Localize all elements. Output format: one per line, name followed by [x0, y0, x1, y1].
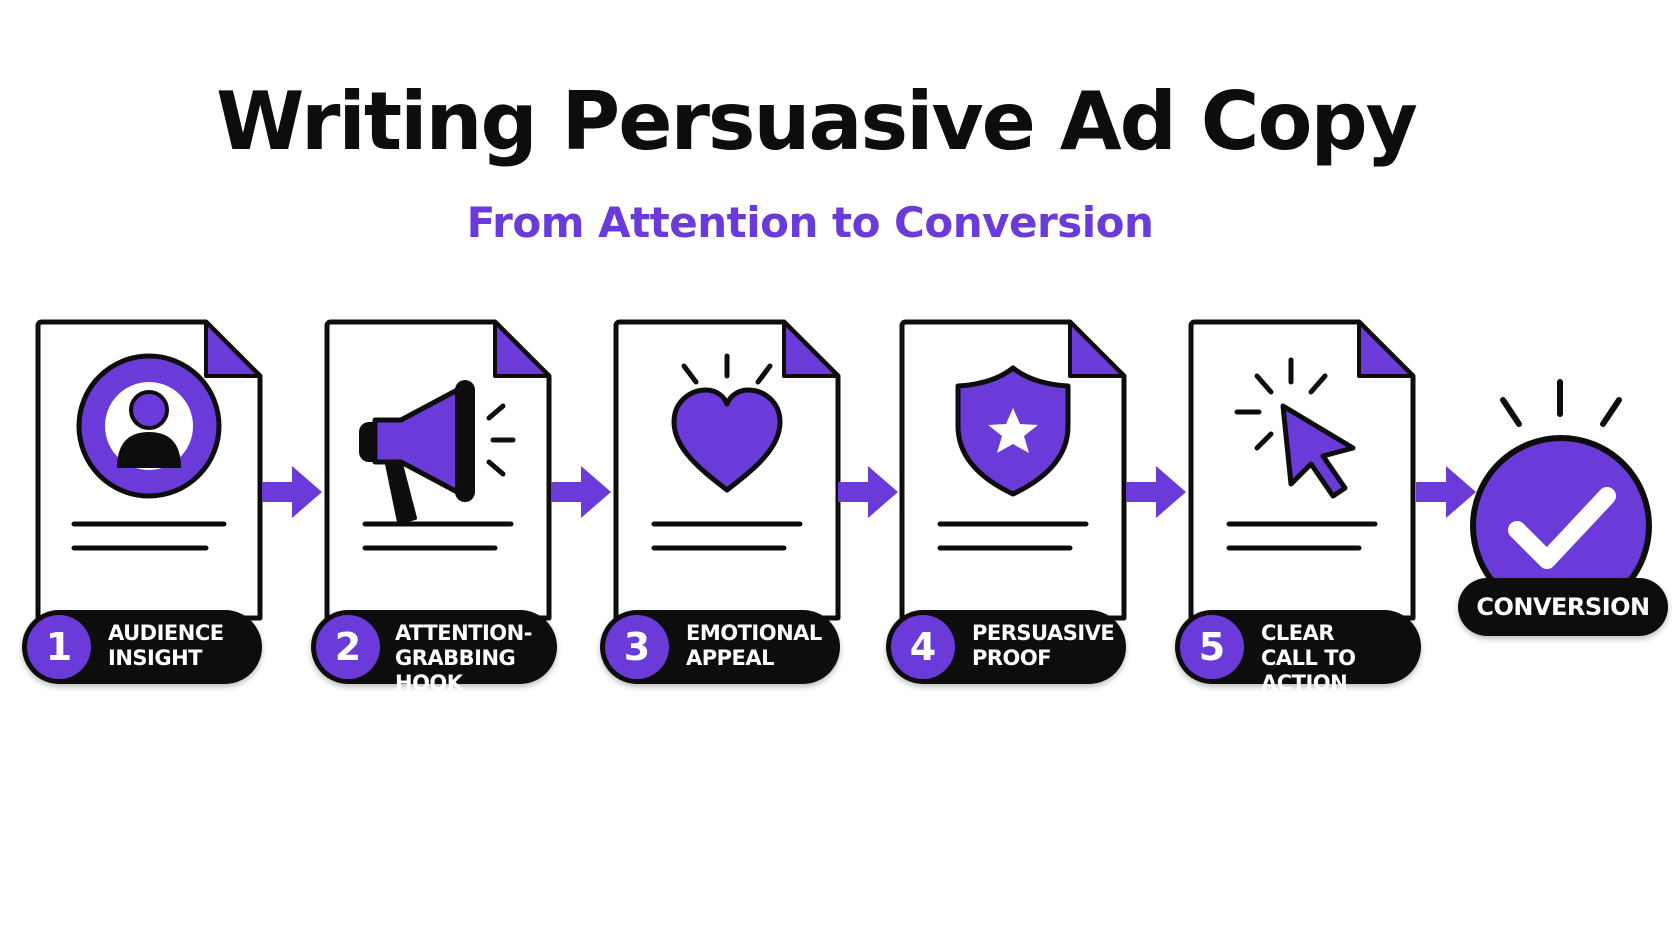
step-number-badge: 5 [1180, 615, 1244, 679]
step-label-pill: 5 CLEAR CALL TO ACTION [1175, 610, 1421, 695]
step-clear-call-to-action: 5 CLEAR CALL TO ACTION [1175, 318, 1437, 695]
document-card [324, 319, 552, 621]
document-card [35, 319, 263, 621]
step-persuasive-proof: 4 PERSUASIVE PROOF [886, 318, 1148, 692]
heart-icon [671, 353, 783, 493]
arrow-right-icon [551, 466, 611, 518]
conversion-checkmark-icon [1470, 379, 1652, 617]
step-label: EMOTIONAL APPEAL [686, 621, 822, 670]
step-label-pill: 4 PERSUASIVE PROOF [886, 610, 1126, 684]
page-subtitle: From Attention to Conversion [466, 198, 1154, 247]
step-number-badge: 4 [891, 615, 955, 679]
document-card [899, 319, 1127, 621]
page-title: Writing Persuasive Ad Copy [216, 75, 1418, 168]
user-icon [76, 353, 222, 499]
arrow-right-icon [262, 466, 322, 518]
step-label-pill: 2 ATTENTION- GRABBING HOOK [311, 610, 557, 695]
megaphone-icon [359, 380, 516, 524]
step-label: CLEAR CALL TO ACTION [1261, 621, 1356, 695]
step-label: ATTENTION- GRABBING HOOK [395, 621, 532, 695]
shield-star-icon [955, 365, 1071, 497]
step-label-pill: 1 AUDIENCE INSIGHT [22, 610, 262, 684]
step-label: AUDIENCE INSIGHT [108, 621, 224, 670]
conversion-label: CONVERSION [1458, 578, 1668, 636]
step-number-badge: 3 [605, 615, 669, 679]
arrow-right-icon [838, 466, 898, 518]
cursor-click-icon [1234, 357, 1356, 499]
step-attention-grabbing-hook: 2 ATTENTION- GRABBING HOOK [311, 318, 573, 695]
step-audience-insight: 1 AUDIENCE INSIGHT [22, 318, 284, 692]
arrow-right-icon [1416, 466, 1476, 518]
step-number-badge: 1 [27, 615, 91, 679]
step-emotional-appeal: 3 EMOTIONAL APPEAL [600, 318, 862, 692]
step-label: PERSUASIVE PROOF [972, 621, 1115, 670]
arrow-right-icon [1126, 466, 1186, 518]
step-label-pill: 3 EMOTIONAL APPEAL [600, 610, 840, 684]
step-number-badge: 2 [316, 615, 380, 679]
document-card [1188, 319, 1416, 621]
document-card [613, 319, 841, 621]
